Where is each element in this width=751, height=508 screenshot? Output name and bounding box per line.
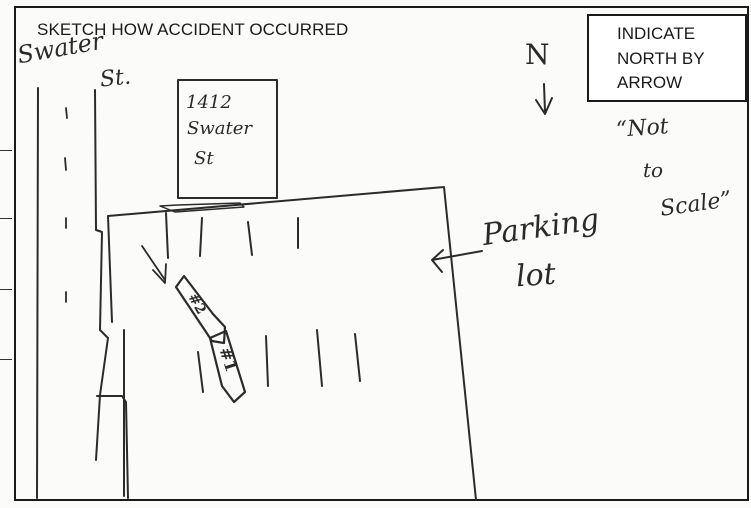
lot-label-handwritten: lot	[514, 256, 557, 295]
entrance-marks	[159, 202, 245, 213]
sketch-frame	[14, 6, 749, 501]
vehicle-2-shape	[174, 274, 227, 345]
street-suffix-handwritten: St.	[98, 64, 133, 93]
north-arrow-icon	[535, 83, 553, 115]
scale-note-line-2: to	[643, 158, 664, 182]
parking-stalls-top	[165, 212, 299, 259]
building-suffix-handwritten: St	[194, 148, 214, 169]
sketch-heading: SKETCH HOW ACCIDENT OCCURRED	[37, 20, 349, 39]
parking-lot-outline	[107, 186, 477, 501]
street-edge-right	[94, 89, 109, 461]
north-box-line-2: NORTH BY	[617, 49, 705, 68]
north-letter-handwritten: N	[525, 38, 550, 71]
building-outline	[177, 79, 278, 199]
north-box-line-3: ARROW	[617, 73, 683, 92]
building-street-handwritten: Swater	[187, 118, 252, 139]
street-center-dashes	[64, 107, 68, 303]
scale-note-line-1: “Not	[615, 114, 670, 143]
left-margin-ticks	[0, 0, 14, 508]
parking-stalls-bottom	[197, 329, 361, 393]
building-number-handwritten: 1412	[186, 92, 232, 113]
vehicle-1-shape	[208, 329, 247, 404]
north-indicator-box	[587, 14, 747, 102]
pointer-arrow-icon	[431, 249, 483, 273]
north-box-line-1: INDICATE	[617, 24, 696, 43]
street-edge-left	[36, 87, 39, 499]
motion-arrow-icon	[141, 245, 167, 284]
